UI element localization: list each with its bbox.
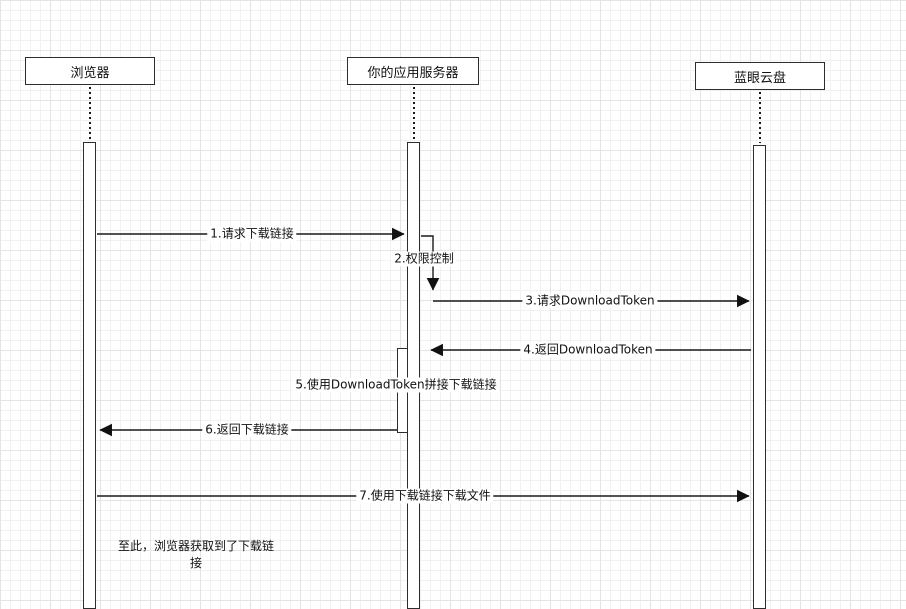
message-6-label: 6.返回下载链接 [202, 422, 292, 438]
participant-cloud-disk[interactable]: 蓝眼云盘 [695, 62, 825, 90]
message-2-label: 2.权限控制 [391, 251, 457, 267]
participant-cloud-disk-label: 蓝眼云盘 [733, 70, 786, 86]
message-3-label: 3.请求DownloadToken [522, 293, 658, 309]
message-1-label: 1.请求下载链接 [207, 226, 297, 242]
participant-browser[interactable]: 浏览器 [25, 57, 155, 85]
message-4-label: 4.返回DownloadToken [520, 342, 656, 358]
participant-app-server[interactable]: 你的应用服务器 [347, 57, 479, 85]
note-text: 至此，浏览器获取到了下载链接 [117, 539, 274, 570]
participant-browser-label: 浏览器 [70, 65, 110, 81]
activation-bar-app-server[interactable] [407, 142, 420, 609]
message-7-label: 7.使用下载链接下载文件 [356, 488, 494, 504]
activation-bar-browser[interactable] [83, 142, 96, 609]
participant-app-server-label: 你的应用服务器 [367, 65, 459, 81]
message-5-label: 5.使用DownloadToken拼接下载链接 [292, 377, 500, 393]
activation-bar-cloud-disk[interactable] [753, 145, 766, 609]
